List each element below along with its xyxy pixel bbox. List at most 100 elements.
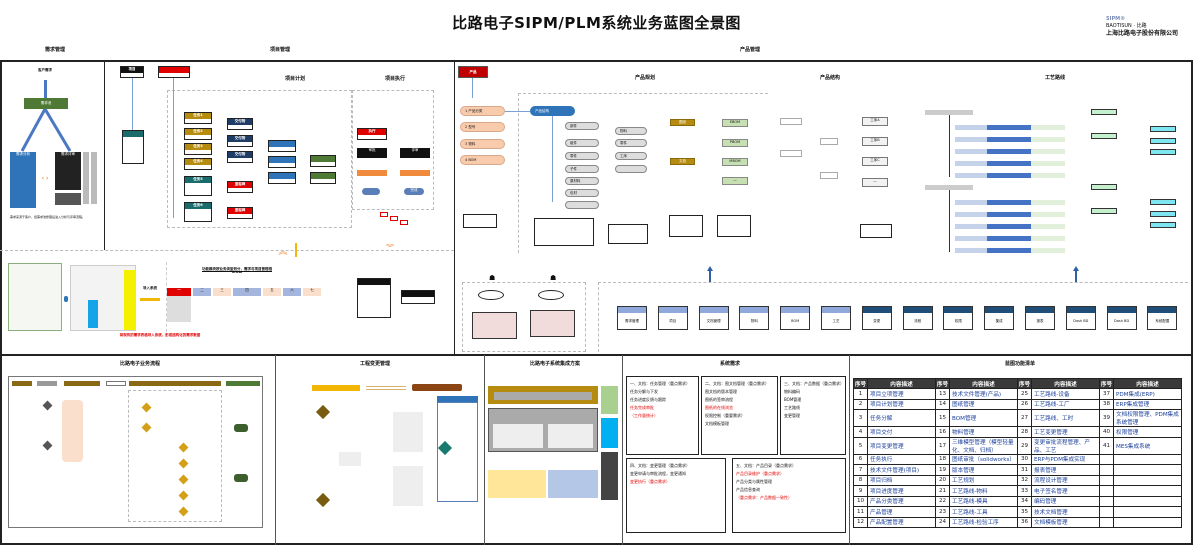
row-number: 18 [935, 453, 950, 465]
integration-module-group [493, 424, 543, 448]
routing-item: — [862, 178, 888, 187]
connector [552, 116, 553, 202]
process-row-bar [987, 125, 1031, 130]
row-number: 26 [1017, 398, 1032, 410]
divider [622, 355, 623, 545]
module-card[interactable]: 集成 [984, 306, 1015, 330]
requirement-box-5: 五、文档：产品目录（重点需求） 产品目录维护（重点需求） 产品分类与属性管理 产… [732, 458, 846, 533]
module-card[interactable]: BOM [780, 306, 811, 330]
row-content: 项目交付 [867, 426, 936, 438]
bottom-title-3: 比路电子系统集成方案 [529, 361, 580, 367]
tree-node[interactable]: 零件 [565, 152, 599, 160]
row-content: 版本管理 [949, 464, 1018, 476]
row-number: 35 [1017, 506, 1032, 518]
module-card-header [699, 307, 728, 313]
process-row-bar [987, 149, 1031, 154]
exec-status-bar [400, 170, 430, 176]
exec-box: 执行 [357, 128, 387, 140]
row-content: BOM管理 [949, 409, 1018, 427]
row-number: 23 [935, 506, 950, 518]
exec-box: 审批 [357, 148, 387, 158]
row-content: 工艺路线-设备 [1031, 388, 1100, 400]
requirement-box-2: 二、文档：图文档管理（重点需求） 图文档的版本管理 图纸的签审流程 图纸的在线浏… [701, 376, 778, 455]
lane-header [12, 381, 32, 386]
red-marker [400, 220, 408, 225]
row-content [1113, 506, 1182, 518]
product-structure-node[interactable]: 产品结构 [530, 106, 575, 116]
row-number [1099, 464, 1114, 476]
tree-node[interactable]: 原材料 [565, 177, 599, 185]
requirement-box-title: 五、文档：产品目录（重点需求） [736, 463, 796, 468]
product-category[interactable]: 1 产品分类 [460, 106, 505, 116]
output-box [310, 155, 336, 167]
sub-node[interactable]: 工序 [615, 152, 647, 160]
lane-header [64, 381, 100, 386]
requirement-line: 变更执行（重点需求） [630, 479, 670, 484]
column-header-content: 内容描述 [1113, 378, 1182, 389]
tree-node[interactable]: 子件 [565, 165, 599, 173]
module-card[interactable]: 工艺 [821, 306, 851, 330]
bottom-title-2: 工程变更管理 [359, 361, 390, 367]
row-number: 37 [1099, 388, 1114, 400]
divider [484, 355, 485, 545]
module-card[interactable]: 权限 [943, 306, 974, 330]
row-number: 13 [935, 388, 950, 400]
row-content: 项目计划管理 [867, 398, 936, 410]
process-row-label [955, 125, 987, 130]
review-header [269, 141, 295, 147]
product-category[interactable]: 4 BOM [460, 155, 505, 165]
product-category[interactable]: 2 型号 [460, 122, 505, 132]
row-number: 30 [1017, 453, 1032, 465]
excel-preview-1 [8, 263, 62, 331]
requirement-line: BOM管理 [784, 397, 802, 402]
product-area [518, 93, 768, 253]
tree-node[interactable]: 组件 [565, 139, 599, 147]
lane-header [106, 381, 126, 386]
product-category[interactable]: 3 物料 [460, 139, 505, 149]
arrow-up-icon [1073, 266, 1079, 282]
module-card[interactable]: Dash BD [1065, 306, 1096, 330]
row-content [1113, 453, 1182, 465]
module-card[interactable]: 报表 [1025, 306, 1055, 330]
sub-node[interactable]: 零件 [615, 139, 647, 147]
milestone-label: 里程碑 [228, 182, 252, 188]
module-card[interactable]: 物料 [739, 306, 770, 330]
column-header-number: 序号 [935, 378, 950, 389]
tree-node[interactable] [565, 201, 599, 209]
integration-cell: 四 [233, 288, 261, 296]
process-row-label [955, 212, 987, 217]
product-planning-title: 产品规划 [634, 75, 655, 81]
sub-node[interactable]: 物料 [615, 127, 647, 135]
module-card[interactable]: 流程 [902, 306, 933, 330]
deliverable-box: 交付物 [227, 135, 253, 147]
process-leaf [1150, 199, 1176, 205]
row-content: 项目变更管理 [867, 436, 936, 455]
row-content: 技术文档管理 [1031, 506, 1100, 518]
module-card[interactable]: 需求管理 [617, 306, 647, 330]
module-card[interactable]: 项目 [657, 306, 688, 330]
change-side-header [437, 396, 478, 402]
tree-node[interactable]: 包材 [565, 189, 599, 197]
integration-cell: 三 [213, 288, 231, 296]
task-label: 任务4 [185, 159, 211, 165]
project-exec-area [352, 90, 434, 210]
module-card[interactable]: 文档管理 [698, 306, 729, 330]
module-card-header [985, 307, 1014, 313]
module-card[interactable]: Dash BD [1106, 306, 1137, 330]
module-card[interactable]: 变更 [861, 306, 892, 330]
divider [275, 355, 276, 545]
module-card[interactable]: 系统配置 [1147, 306, 1178, 330]
tree-node[interactable]: 部件 [565, 122, 599, 130]
integration-side-green [601, 386, 618, 414]
requirement-line: 任务完成审批 [630, 405, 654, 410]
side-bar [83, 152, 89, 204]
task-box: 任务6 [184, 202, 212, 222]
module-card-label: BOM [791, 319, 800, 323]
note-header [402, 291, 434, 297]
sub-node[interactable] [615, 165, 647, 173]
column-header-content: 内容描述 [949, 378, 1018, 389]
